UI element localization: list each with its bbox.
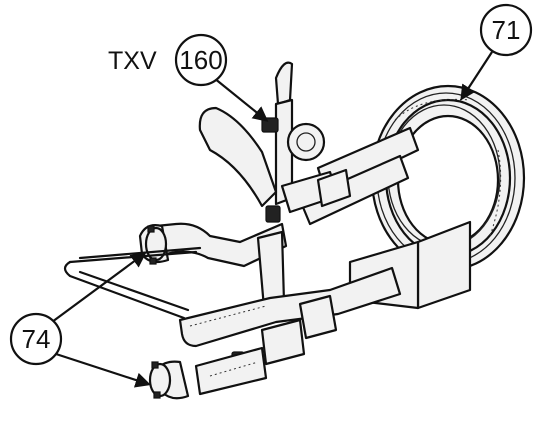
txv-sensing-bulb [286, 122, 326, 162]
upper-branch-line [154, 222, 288, 268]
sight-glass-line [260, 318, 306, 366]
callout-74: 74 [9, 252, 151, 388]
callout-71: 71 [460, 3, 533, 101]
callout-160: 160 TXV [108, 33, 269, 122]
txv-flare-nut [265, 205, 281, 223]
callout-71-text: 71 [492, 15, 521, 45]
lower-main-line [178, 266, 402, 348]
service-valves-and-lines [63, 222, 402, 400]
filter-drier [298, 294, 338, 340]
lower-valve-cap [148, 362, 172, 398]
callout-74-bubble [9, 312, 63, 366]
callout-74-text: 74 [22, 324, 51, 354]
suction-bend [198, 106, 278, 208]
left-loop-outer [63, 260, 190, 340]
txv-fitting [316, 168, 352, 208]
callout-160-text: 160 [179, 45, 222, 75]
txv-assembly [198, 61, 352, 223]
txv-label: TXV [108, 47, 157, 75]
callout-71-bubble [479, 3, 533, 57]
coil-return-tube [298, 154, 410, 226]
lower-branch-line [194, 346, 268, 396]
callout-160-bubble [174, 33, 228, 87]
txv-upper-tube [274, 61, 294, 106]
